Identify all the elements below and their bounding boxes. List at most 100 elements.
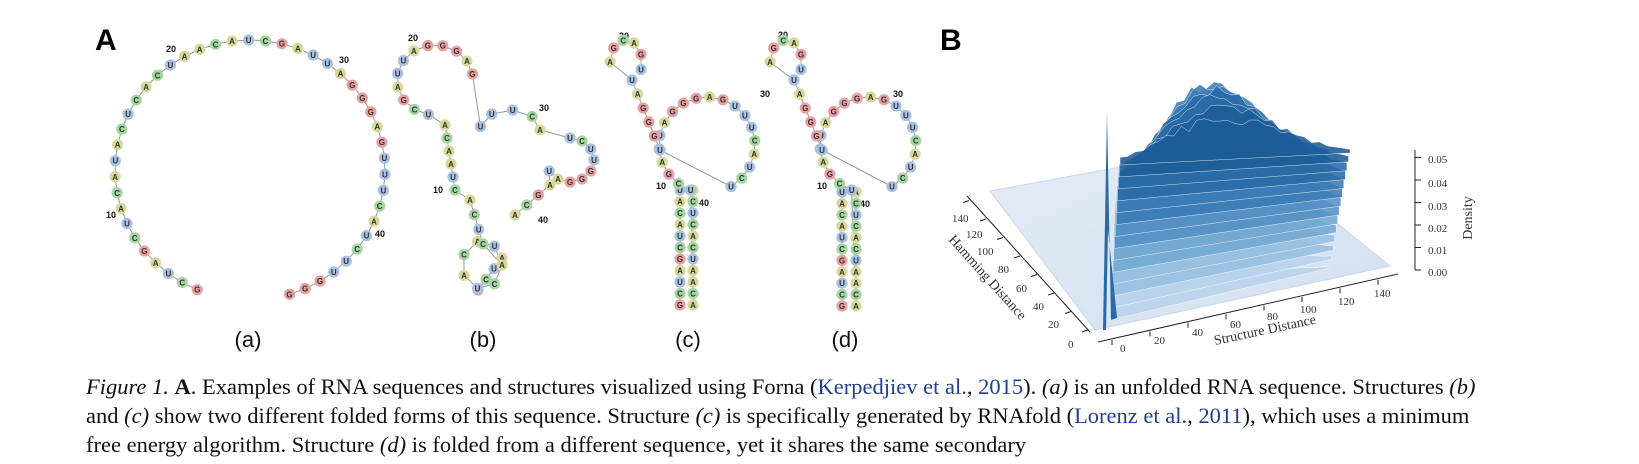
nucleotide-letter-d-43: G <box>813 132 819 141</box>
citation-kerpedjiev-link[interactable]: Kerpedjiev et al. <box>817 374 967 399</box>
nucleotide-letter-d-40: C <box>900 174 906 183</box>
x-tick-0: 0 <box>1120 343 1126 355</box>
caption-text-6: show two different folded forms of this … <box>149 403 696 428</box>
nucleotide-letter-a-30: G <box>359 94 365 103</box>
nucleotide-d-0 <box>836 300 848 312</box>
nucleotide-letter-c-14: C <box>690 221 696 230</box>
nucleotide-letter-d-53: U <box>798 66 804 75</box>
nucleotide-c-1 <box>674 287 686 300</box>
panel-letter-b: B <box>940 24 962 57</box>
nucleotide-c-5 <box>674 241 686 254</box>
nucleotide-b-40 <box>576 135 588 147</box>
nucleotide-letter-c-23: C <box>676 180 682 189</box>
nucleotide-letter-d-4: G <box>839 256 845 265</box>
nucleotide-b-11 <box>496 259 508 271</box>
caption-text-5: and <box>86 403 125 428</box>
nucleotide-c-32 <box>704 91 716 103</box>
structure-b: 20 30 10 40 (b) <box>408 33 549 352</box>
nucleotide-a-25 <box>292 42 304 55</box>
nucleotide-d-31 <box>851 92 863 104</box>
nucleotide-letter-c-44: G <box>646 118 652 127</box>
nucleotide-letter-a-28: A <box>338 70 344 79</box>
nucleotide-d-16 <box>850 243 862 255</box>
nucleotide-letter-b-41: U <box>588 145 594 154</box>
nucleotide-a-44 <box>299 283 311 295</box>
nucleotide-a-30 <box>356 92 368 104</box>
nucleotide-d-22 <box>845 184 858 196</box>
z-axis-label: Density <box>1461 196 1476 240</box>
nucleotide-d-33 <box>878 94 890 106</box>
nucleotide-letter-c-2: U <box>677 278 683 287</box>
index-30-c: 30 <box>760 89 770 99</box>
citation-kerpedjiev-year-link[interactable]: 2015 <box>978 374 1024 399</box>
nucleotide-letter-d-16: C <box>853 245 859 254</box>
nucleotide-letter-d-1: C <box>839 291 845 300</box>
nucleotide-d-44 <box>805 116 817 128</box>
nucleotide-letter-b-48: A <box>547 181 553 190</box>
nucleotide-c-8 <box>674 207 686 219</box>
x-tick-40: 40 <box>1192 327 1204 339</box>
nucleotide-c-18 <box>687 264 699 277</box>
nucleotide-d-43 <box>810 130 823 142</box>
nucleotide-letter-a-40: C <box>354 245 360 254</box>
nucleotide-c-9 <box>674 195 686 208</box>
index-40-d: 40 <box>860 199 870 209</box>
nucleotide-d-7 <box>836 220 848 232</box>
nucleotide-letter-c-35: U <box>742 112 748 121</box>
nucleotide-letter-c-47: U <box>629 76 635 85</box>
nucleotide-a-16 <box>151 69 164 81</box>
nucleotide-letter-d-22: U <box>849 186 855 195</box>
nucleotide-b-6 <box>471 282 484 294</box>
y-tick-100: 100 <box>977 246 994 258</box>
index-30-d: 30 <box>893 89 903 99</box>
nucleotide-b-22 <box>422 108 435 121</box>
nucleotide-letter-d-15: A <box>853 234 859 243</box>
nucleotide-a-31 <box>365 106 377 118</box>
nucleotide-d-24 <box>824 168 836 180</box>
nucleotide-d-1 <box>836 289 848 301</box>
nucleotide-letter-b-32: A <box>464 57 470 66</box>
nucleotide-letter-b-25: A <box>395 83 401 92</box>
nucleotide-b-37 <box>526 110 538 123</box>
z-tick-labels: 0.00 0.01 0.02 0.03 0.04 0.05 <box>1428 154 1448 279</box>
nucleotide-letter-d-42: U <box>819 146 825 155</box>
nucleotide-c-50 <box>617 34 629 46</box>
citation-lorenz-link[interactable]: Lorenz et al. <box>1074 403 1188 428</box>
nucleotide-d-41 <box>886 180 898 193</box>
citation-lorenz-year-link[interactable]: 2011 <box>1198 403 1243 428</box>
nucleotide-letter-c-17: U <box>690 255 696 264</box>
nucleotide-letter-a-42: U <box>331 268 337 277</box>
nucleotide-c-25 <box>656 156 668 168</box>
caption-ref-c1: (c) <box>124 403 150 428</box>
nucleotide-letter-d-34: U <box>893 102 899 111</box>
nucleotide-letter-a-10: U <box>112 157 118 166</box>
nucleotide-letter-b-21: A <box>442 121 448 130</box>
nucleotide-a-6 <box>121 217 133 230</box>
nucleotide-letter-b-34: U <box>478 123 484 132</box>
nucleotide-letter-a-24: G <box>279 40 285 49</box>
nucleotide-c-7 <box>674 218 686 231</box>
nucleotide-letter-d-25: A <box>820 158 826 167</box>
nucleotide-b-14 <box>468 209 480 221</box>
nucleotide-b-23 <box>408 103 421 116</box>
nucleotide-letter-a-26: U <box>310 51 316 60</box>
nucleotide-d-21 <box>850 300 862 312</box>
nucleotide-letter-a-17: U <box>168 61 174 70</box>
nucleotide-letter-a-27: U <box>325 60 331 69</box>
nucleotide-c-6 <box>674 230 686 242</box>
nucleotide-b-43 <box>585 165 597 177</box>
nucleotide-letter-d-39: U <box>908 163 914 172</box>
nucleotide-d-25 <box>817 156 829 168</box>
nucleotide-letter-c-3: A <box>677 267 683 276</box>
x-tick-20: 20 <box>1154 335 1166 347</box>
backbone-link <box>821 149 893 188</box>
nucleotide-letter-d-13: U <box>853 211 859 220</box>
nucleotide-letter-a-18: A <box>182 52 188 61</box>
nucleotide-letter-d-28: A <box>823 119 829 128</box>
nucleotide-letter-d-20: C <box>853 291 859 300</box>
nucleotide-letter-d-14: C <box>853 222 859 231</box>
nucleotide-a-14 <box>130 94 142 106</box>
nucleotide-letter-a-35: U <box>382 170 388 179</box>
nucleotide-letter-d-0: G <box>839 302 845 311</box>
nucleotide-letter-a-29: G <box>349 81 355 90</box>
